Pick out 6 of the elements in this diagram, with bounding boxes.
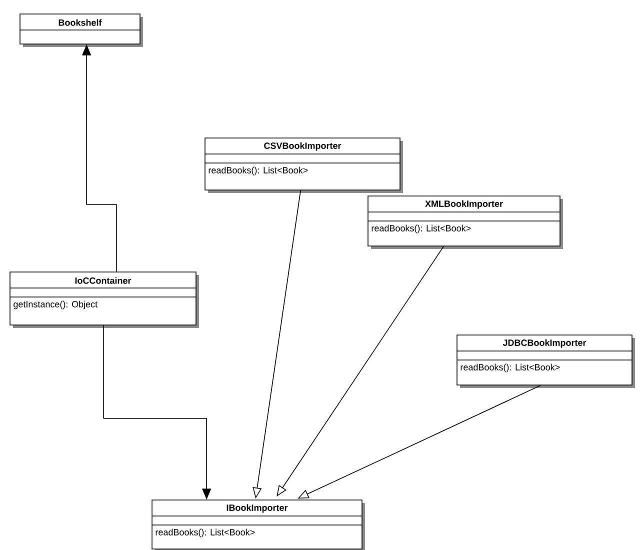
- class-box: XMLBookImporter readBooks(): List<Book>: [368, 196, 563, 249]
- class-box: JDBCBookImporter readBooks(): List<Book>: [456, 334, 635, 388]
- class-box: IoCContainer getInstance(): Object: [10, 272, 199, 328]
- class-box: IBookImporter readBooks(): List<Book>: [152, 500, 365, 550]
- class-box: Bookshelf: [20, 14, 143, 47]
- class-box: CSVBookImporter readBooks(): List<Book>: [204, 138, 403, 193]
